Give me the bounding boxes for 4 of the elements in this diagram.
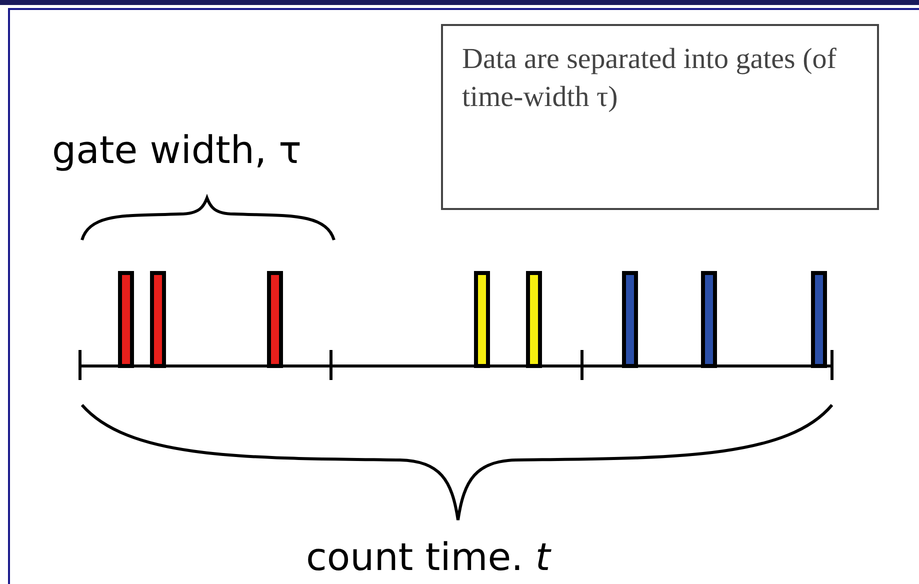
brace-label: count time. t xyxy=(306,535,550,579)
note-box xyxy=(441,24,879,210)
note-text: Data are separated into gates (of time-width τ) xyxy=(462,42,838,115)
brace-label: gate width, τ xyxy=(52,128,302,172)
